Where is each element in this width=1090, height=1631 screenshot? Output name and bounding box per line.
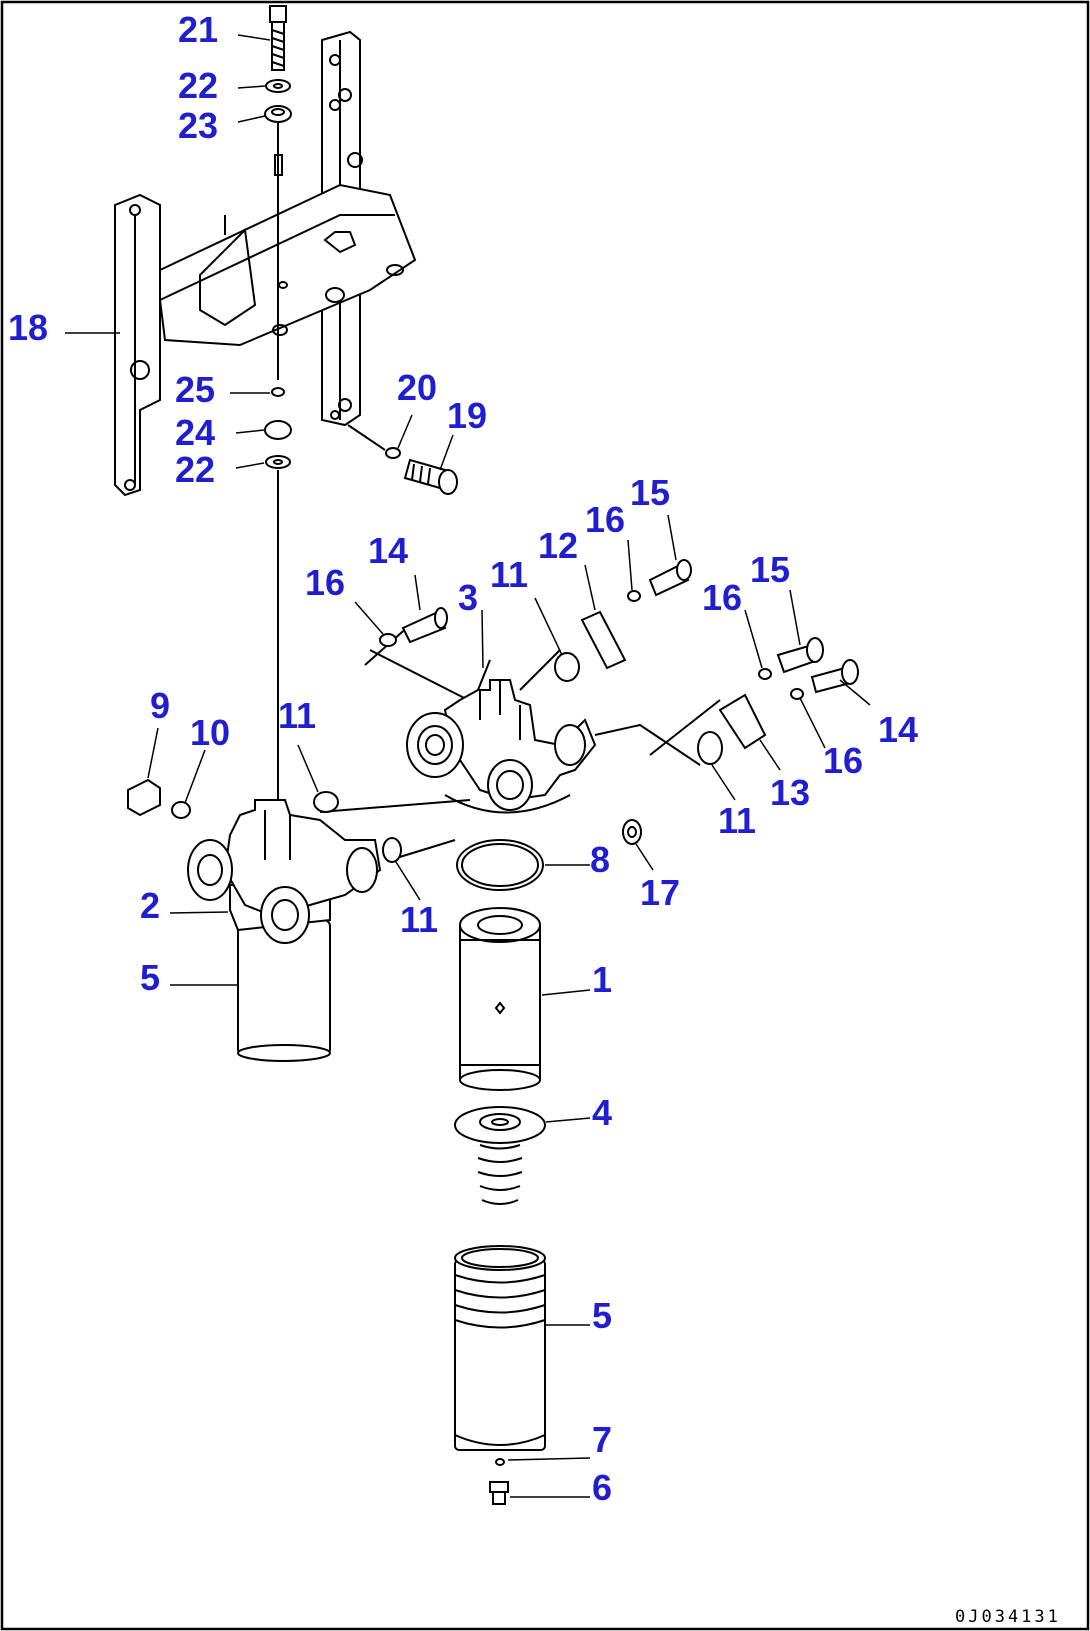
callout-21: 21: [178, 9, 218, 50]
bolt-19: [347, 424, 458, 495]
drawing-id: 0J034131: [955, 1607, 1061, 1627]
screw-14-upper: [364, 607, 448, 666]
callout-16-d: 16: [823, 740, 863, 781]
o-rings-11: [313, 652, 723, 863]
callout-15-a: 15: [630, 472, 670, 513]
callout-9: 9: [150, 685, 170, 726]
leader-lines: [65, 34, 871, 1498]
filter-case-5: [454, 1245, 546, 1451]
plug-9: [127, 778, 191, 819]
callout-16-a: 16: [305, 562, 345, 603]
assembled-filter: [187, 799, 382, 1062]
fitting-17: [622, 819, 642, 845]
callout-6: 6: [592, 1467, 612, 1508]
callout-8: 8: [590, 839, 610, 880]
callout-17: 17: [640, 872, 680, 913]
callout-16-b: 16: [585, 499, 625, 540]
callout-18: 18: [8, 307, 48, 348]
plate-12: [580, 559, 692, 670]
filter-head-3: [319, 649, 701, 861]
callout-23: 23: [178, 105, 218, 146]
callout-11-center: 11: [400, 899, 438, 940]
callout-1: 1: [592, 959, 612, 1000]
callout-11-top: 11: [490, 554, 528, 595]
callout-7: 7: [592, 1419, 612, 1460]
gasket-8: [456, 839, 544, 891]
callout-16-c: 16: [702, 577, 742, 618]
callout-14-right: 14: [878, 709, 918, 750]
callout-13: 13: [770, 772, 810, 813]
callout-22-bottom: 22: [175, 449, 215, 490]
plate-13: [649, 637, 859, 756]
callout-12: 12: [538, 525, 578, 566]
callout-10: 10: [190, 712, 230, 753]
spring-4: [454, 1106, 546, 1205]
callout-5-bottom: 5: [592, 1295, 612, 1336]
bracket-assembly: [114, 30, 417, 497]
callout-numbers: 21 22 23 18 25 24 22 20 19 16 14 3 11 12…: [8, 9, 918, 1508]
callout-15-b: 15: [750, 549, 790, 590]
callout-22-top: 22: [178, 65, 218, 106]
bolt-21-stack: [264, 5, 292, 820]
filter-element-1: [459, 907, 541, 1091]
callout-2: 2: [140, 885, 160, 926]
callout-11-right: 11: [718, 800, 756, 841]
drain-plug-6: [489, 1458, 509, 1505]
callout-19: 19: [447, 395, 487, 436]
callout-14-upper: 14: [368, 530, 408, 571]
callout-4: 4: [592, 1092, 612, 1133]
callout-24: 24: [175, 412, 215, 453]
callout-11-left: 11: [278, 695, 316, 736]
callout-5-left: 5: [140, 957, 160, 998]
callout-20: 20: [397, 367, 437, 408]
callout-3: 3: [458, 577, 478, 618]
callout-25: 25: [175, 369, 215, 410]
